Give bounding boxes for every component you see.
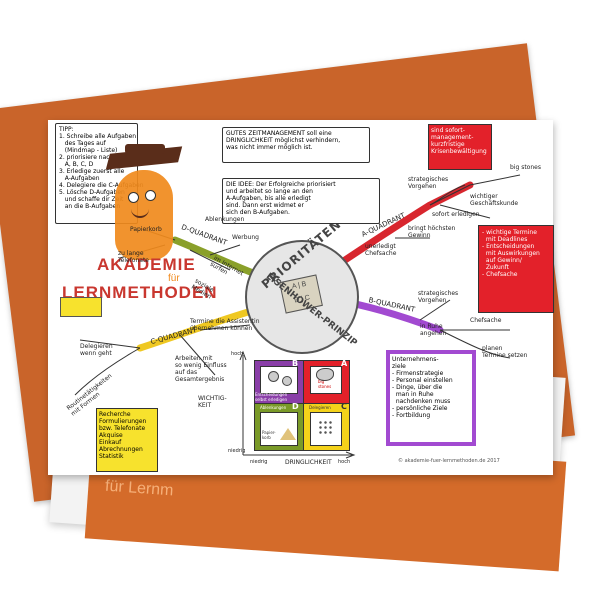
logo-cap-top: [125, 144, 165, 154]
matrix-caption-c: Delegieren: [309, 405, 331, 410]
matrix-x-left: niedrig: [250, 459, 268, 465]
branch-d-item-2: Ablenkungen: [205, 216, 245, 223]
branch-a-item-3: wichtiger Geschäftskunde: [470, 193, 519, 207]
matrix-x-label: DRINGLICHKEIT: [285, 459, 332, 466]
branch-a-item-2: big stones: [510, 164, 541, 171]
rock-icon-a: [316, 368, 334, 381]
matrix-caption-a: big stones: [318, 379, 332, 389]
logo-eye-left: [128, 192, 139, 203]
branch-a-item-6: unerledigt Chefsache: [365, 243, 397, 257]
branch-c-line3: [179, 334, 216, 376]
branch-c-line2: [74, 347, 141, 396]
quote-box: GUTES ZEITMANAGEMENT soll eine DRINGLICH…: [222, 127, 370, 163]
branch-d-line3: [189, 249, 231, 271]
matrix-y-top: hoch: [231, 351, 244, 357]
yellow-note: Recherche Formulierungen bzw. Telefonate…: [96, 408, 158, 472]
branch-d-item-3: Werbung: [232, 234, 259, 241]
branch-a-item-5: bringt höchsten Gewinn: [408, 225, 456, 239]
matrix-b-inner: [260, 366, 298, 394]
matrix-caption-d: Ablenkungen: [260, 405, 287, 410]
branch-d-olive: [171, 236, 262, 279]
red-note-top: sind sofort- management- kurzfristige Kr…: [428, 124, 492, 170]
copyright: © akademie-fuer-lernmethoden.de 2017: [398, 458, 500, 464]
branch-a-line3: [439, 204, 491, 219]
branch-b-item-3: Chefsache: [470, 317, 502, 324]
matrix-letter-a: A: [341, 359, 348, 368]
logo-eye-right: [145, 190, 156, 201]
branch-c-line1: [79, 339, 141, 349]
branch-c-yellow: [136, 306, 259, 352]
pebbles-icon-c: [318, 420, 332, 434]
sticky-yellow-small: [60, 297, 102, 317]
rock-icon-b2: [282, 376, 292, 386]
branch-b-line1: [419, 299, 451, 321]
branch-c-line4: [199, 324, 251, 331]
red-note-right: - wichtige Termine mit Deadlines - Entsc…: [478, 225, 554, 313]
branch-b-line3: [439, 329, 511, 359]
branch-a-line1: [429, 174, 521, 206]
matrix-y-label: WICHTIG- KEIT: [198, 395, 227, 409]
matrix-letter-c: C: [341, 402, 347, 411]
branch-d-line1: [209, 244, 241, 256]
logo-line1: AKADEMIE: [97, 255, 196, 274]
sand-icon-d: [280, 428, 296, 440]
matrix-letter-b: B: [292, 359, 299, 368]
matrix-basket: Papier- korb: [262, 430, 276, 440]
purple-note: Unternehmens- ziele - Firmenstrategie - …: [386, 350, 476, 446]
matrix-x-right: hoch: [338, 459, 351, 465]
branch-d-item-1: Papierkorb: [130, 226, 162, 233]
matrix-caption-b: Entscheidungen selbst erledigen: [255, 392, 288, 402]
rock-icon-b: [268, 371, 279, 382]
branch-a-line2: [429, 184, 466, 206]
branch-a-item-4: sofort erledigen: [432, 211, 480, 218]
branch-c-item-3: Termine die Assistentin übernehmen könne…: [190, 318, 260, 332]
branch-b-item-4: planen Termine setzen: [482, 345, 528, 359]
matrix-c-inner: [310, 412, 342, 446]
branch-c-item-1: Delegieren wenn geht: [80, 343, 113, 357]
branch-d-item-5: zu lange Telefonate: [118, 250, 150, 264]
matrix-y-bottom: niedrig: [228, 448, 246, 454]
logo: [95, 140, 255, 310]
logo-line2: für: [168, 273, 180, 284]
idea-box: DIE IDEE: Der Erfolgreiche priorisiert u…: [222, 178, 380, 224]
branch-b-item-1: strategisches Vorgehen: [418, 290, 459, 304]
branch-c-item-2: Arbeiten mit so wenig Einfluss auf das G…: [175, 355, 227, 383]
branch-a-item-1: strategisches Vorgehen: [408, 176, 449, 190]
matrix-letter-d: D: [292, 402, 299, 411]
logo-mouth: [131, 208, 149, 218]
branch-b-item-2: in Ruhe angehen: [420, 323, 447, 337]
